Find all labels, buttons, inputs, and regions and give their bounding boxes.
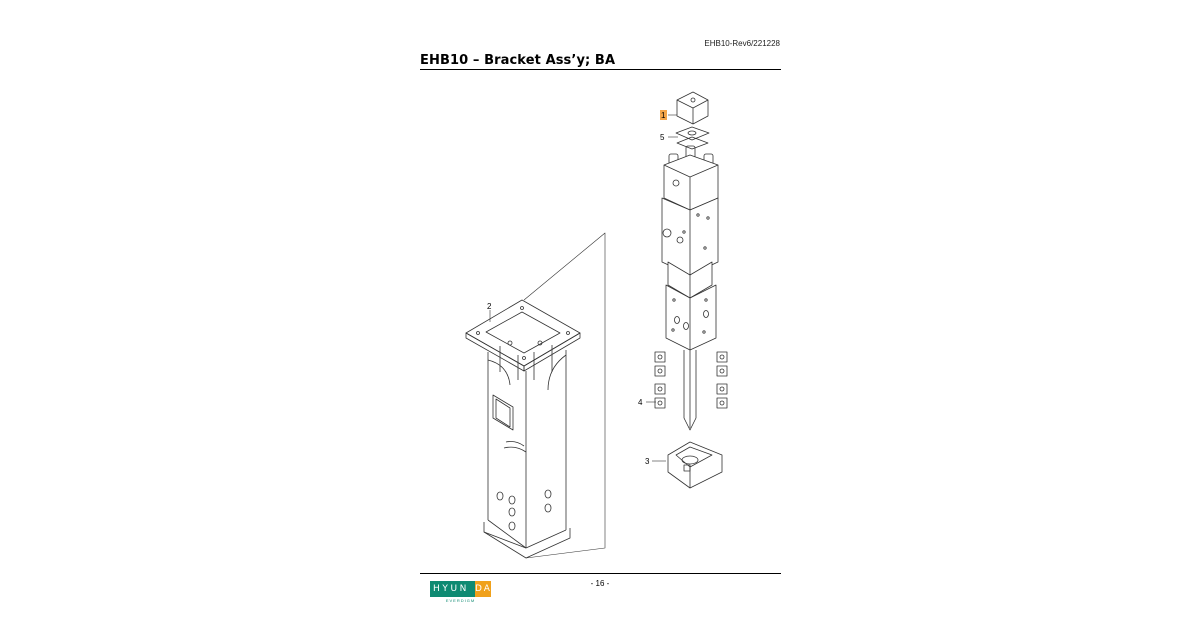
callout-part-3: 3 bbox=[645, 457, 650, 466]
assembly-guide-lines bbox=[523, 232, 606, 559]
page-number: - 16 - bbox=[590, 579, 610, 588]
callout-part-1: 1 bbox=[661, 111, 666, 120]
callout-part-5: 5 bbox=[660, 133, 665, 142]
wear-plates-part bbox=[654, 351, 728, 409]
callout-highlight bbox=[660, 110, 667, 120]
logo-bar: HYUN DAI bbox=[430, 581, 495, 597]
bottom-cap-part bbox=[667, 441, 723, 489]
breaker-body-part bbox=[661, 145, 719, 431]
logo-text-hyun: HYUN bbox=[430, 581, 475, 597]
callout-part-4: 4 bbox=[638, 398, 643, 407]
header-divider bbox=[420, 69, 781, 70]
callout-part-2: 2 bbox=[487, 302, 492, 311]
adapter-plate-part bbox=[676, 91, 709, 125]
washer-part bbox=[675, 126, 710, 150]
document-code: EHB10-Rev6/221228 bbox=[704, 39, 780, 48]
hyundai-everdigm-logo: HYUN DAI EVERDIGM bbox=[430, 581, 495, 603]
page-title: EHB10 – Bracket Ass’y; BA bbox=[420, 53, 616, 68]
footer-divider bbox=[420, 573, 781, 574]
bracket-housing-part bbox=[465, 299, 581, 559]
logo-subtext: EVERDIGM bbox=[445, 598, 476, 603]
part-callouts bbox=[489, 110, 678, 462]
logo-text-dai: DAI bbox=[475, 581, 495, 597]
